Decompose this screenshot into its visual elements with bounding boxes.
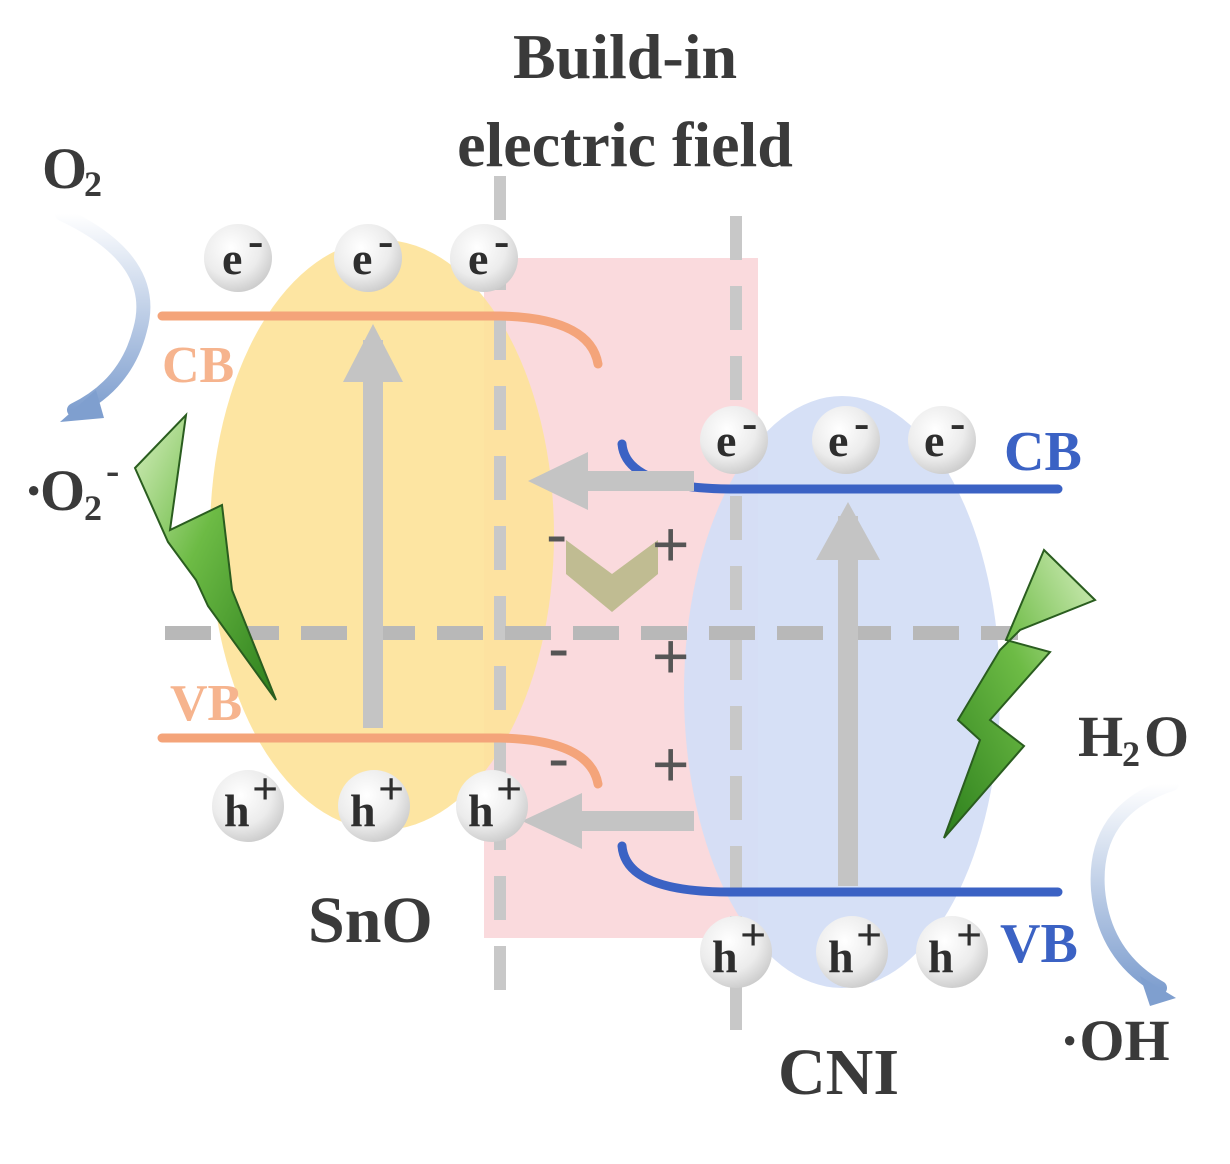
sno-electron-3: e - — [450, 215, 518, 292]
electron-label: e — [222, 233, 242, 284]
sno-hole-2: h + — [338, 763, 410, 842]
lightning-bolt-left-icon — [133, 412, 277, 701]
hole-sign: + — [956, 909, 982, 960]
cni-electron-3: e - — [908, 397, 976, 474]
superoxide-dot: · — [24, 458, 43, 523]
hole-sign: + — [740, 909, 766, 960]
title-line-1: Build-in — [513, 21, 737, 92]
sno-cb-line — [157, 311, 603, 369]
lightning-bolt-right-icon — [943, 548, 1097, 839]
cni-hole-2: h + — [816, 909, 888, 988]
minus-sign-3: - — [548, 722, 569, 794]
sno-excitation-arrowhead — [343, 324, 403, 382]
sno-hole-1: h + — [212, 763, 284, 842]
sno-vb-line — [157, 733, 603, 789]
cni-vb-label: VB — [1000, 913, 1078, 975]
minus-sign-2: - — [548, 612, 569, 684]
hydroxyl-species: ·OH — [1060, 1008, 1170, 1073]
water-h: H — [1078, 704, 1123, 769]
hole-sign: + — [252, 763, 278, 814]
o2-reduction-arrowhead — [60, 390, 104, 422]
hole-label: h — [350, 785, 376, 836]
hole-sign: + — [496, 763, 522, 814]
cni-electron-2: e - — [812, 397, 880, 474]
superoxide-charge: - — [106, 448, 119, 493]
electron-transfer-arrowhead — [528, 452, 588, 510]
sno-name: SnO — [308, 884, 433, 957]
plus-sign-2: + — [652, 620, 689, 692]
cni-name: CNI — [778, 1036, 899, 1109]
hole-label: h — [928, 931, 954, 982]
sno-hole-3: h + — [456, 763, 528, 842]
cni-cb-label: CB — [1004, 421, 1082, 483]
electron-sign: - — [742, 397, 757, 448]
electron-label: e — [352, 233, 372, 284]
o2-species: O 2 — [42, 136, 102, 204]
electron-sign: - — [854, 397, 869, 448]
hole-transfer-arrowhead — [522, 793, 582, 849]
water-o: O — [1144, 704, 1189, 769]
superoxide-base: O — [40, 458, 85, 523]
sno-cb-label: CB — [162, 337, 234, 394]
electron-label: e — [924, 415, 944, 466]
superoxide-species: · O 2 - — [24, 448, 119, 528]
hole-label: h — [468, 785, 494, 836]
electron-label: e — [828, 415, 848, 466]
hole-label: h — [712, 931, 738, 982]
electron-sign: - — [378, 215, 393, 266]
title-line-2: electric field — [457, 109, 793, 180]
hole-label: h — [224, 785, 250, 836]
hole-label: h — [828, 931, 854, 982]
sno-vb-label: VB — [170, 675, 242, 732]
electron-sign: - — [950, 397, 965, 448]
hole-sign: + — [856, 909, 882, 960]
o2-reduction-curve-icon — [55, 207, 151, 417]
minus-sign-1: - — [546, 498, 567, 570]
water-oxidation-arrowhead — [1140, 976, 1176, 1006]
plus-sign-1: + — [652, 508, 689, 580]
superoxide-subscript: 2 — [84, 488, 102, 528]
electron-sign: - — [248, 215, 263, 266]
sno-electron-2: e - — [334, 215, 402, 292]
o2-subscript: 2 — [84, 164, 102, 204]
electron-label: e — [716, 415, 736, 466]
water-oxidation-curve-icon — [1090, 777, 1179, 995]
cni-vb-line — [617, 841, 1063, 897]
hole-sign: + — [378, 763, 404, 814]
cni-hole-1: h + — [700, 909, 772, 988]
water-species: H 2 O — [1078, 704, 1189, 774]
o2-base: O — [42, 136, 87, 201]
electron-sign: - — [494, 215, 509, 266]
cni-electron-1: e - — [700, 397, 768, 474]
cni-hole-3: h + — [916, 909, 988, 988]
field-direction-chevron — [566, 540, 658, 612]
plus-sign-3: + — [652, 728, 689, 800]
sno-electron-1: e - — [204, 215, 272, 292]
electron-label: e — [468, 233, 488, 284]
water-subscript: 2 — [1122, 734, 1140, 774]
cni-excitation-arrowhead — [816, 502, 880, 560]
